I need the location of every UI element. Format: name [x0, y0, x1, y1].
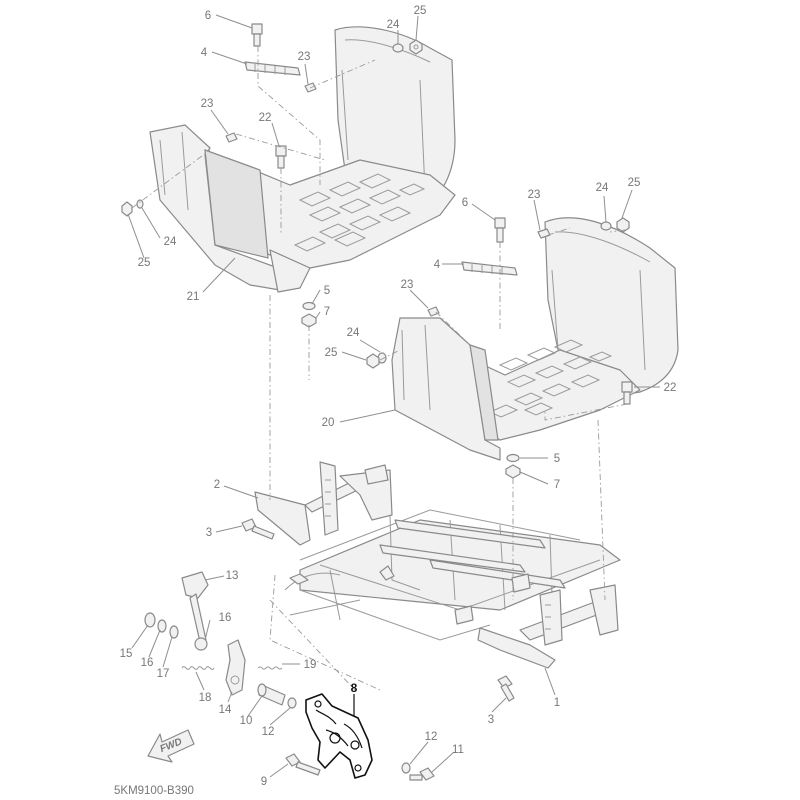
callout-12: 12 — [425, 731, 438, 743]
callout-2: 2 — [214, 479, 220, 491]
assembly-lines — [131, 46, 628, 691]
bracket-2 — [254, 461, 393, 546]
fwd-arrow-icon: FWD — [147, 729, 195, 763]
callout-23: 23 — [298, 51, 311, 63]
callout-19: 19 — [304, 659, 317, 671]
callout-3: 3 — [488, 714, 494, 726]
callout-21: 21 — [187, 291, 200, 303]
callout-23: 23 — [401, 279, 414, 291]
callout-labels: 6 24 25 4 23 23 22 24 25 21 5 7 6 23 24 … — [120, 5, 677, 788]
bracket-8-highlighted — [305, 693, 373, 779]
callout-25: 25 — [138, 257, 151, 269]
brake-pedal-assembly — [144, 571, 297, 709]
bolts-9-11 — [285, 753, 435, 781]
callout-24: 24 — [387, 19, 400, 31]
callout-25: 25 — [325, 347, 338, 359]
bolt-3 — [241, 518, 515, 702]
callout-18: 18 — [199, 692, 212, 704]
callout-11: 11 — [452, 744, 464, 756]
callout-3: 3 — [206, 527, 212, 539]
callout-6: 6 — [205, 10, 211, 22]
frame — [284, 509, 621, 641]
callout-25: 25 — [628, 177, 641, 189]
callout-7: 7 — [554, 479, 560, 491]
leader-lines — [127, 14, 660, 778]
callout-17: 17 — [157, 668, 170, 680]
callout-23: 23 — [201, 98, 214, 110]
callout-24: 24 — [164, 236, 177, 248]
callout-6: 6 — [462, 197, 468, 209]
callout-9: 9 — [261, 776, 267, 788]
diagram-code: 5KM9100-B390 — [114, 785, 194, 797]
bracket-1 — [477, 584, 619, 669]
floorboard-left — [149, 26, 456, 293]
callout-14: 14 — [219, 704, 232, 716]
callout-5: 5 — [554, 453, 560, 465]
callout-16: 16 — [141, 657, 154, 669]
callout-22: 22 — [664, 382, 677, 394]
callout-24: 24 — [347, 327, 360, 339]
callout-16: 16 — [219, 612, 232, 624]
callout-10: 10 — [240, 715, 253, 727]
callout-13: 13 — [226, 570, 239, 582]
callout-8-highlighted: 8 — [351, 681, 358, 695]
callout-4: 4 — [201, 47, 208, 59]
callout-12: 12 — [262, 726, 275, 738]
callout-4: 4 — [434, 259, 441, 271]
callout-5: 5 — [324, 285, 330, 297]
callout-23: 23 — [528, 189, 541, 201]
callout-25: 25 — [414, 5, 427, 17]
callout-20: 20 — [322, 417, 335, 429]
callout-15: 15 — [120, 648, 133, 660]
floorboard-right — [391, 217, 679, 461]
callout-22: 22 — [259, 112, 272, 124]
callout-7: 7 — [324, 306, 330, 318]
callout-1: 1 — [554, 697, 560, 709]
callout-24: 24 — [596, 182, 609, 194]
